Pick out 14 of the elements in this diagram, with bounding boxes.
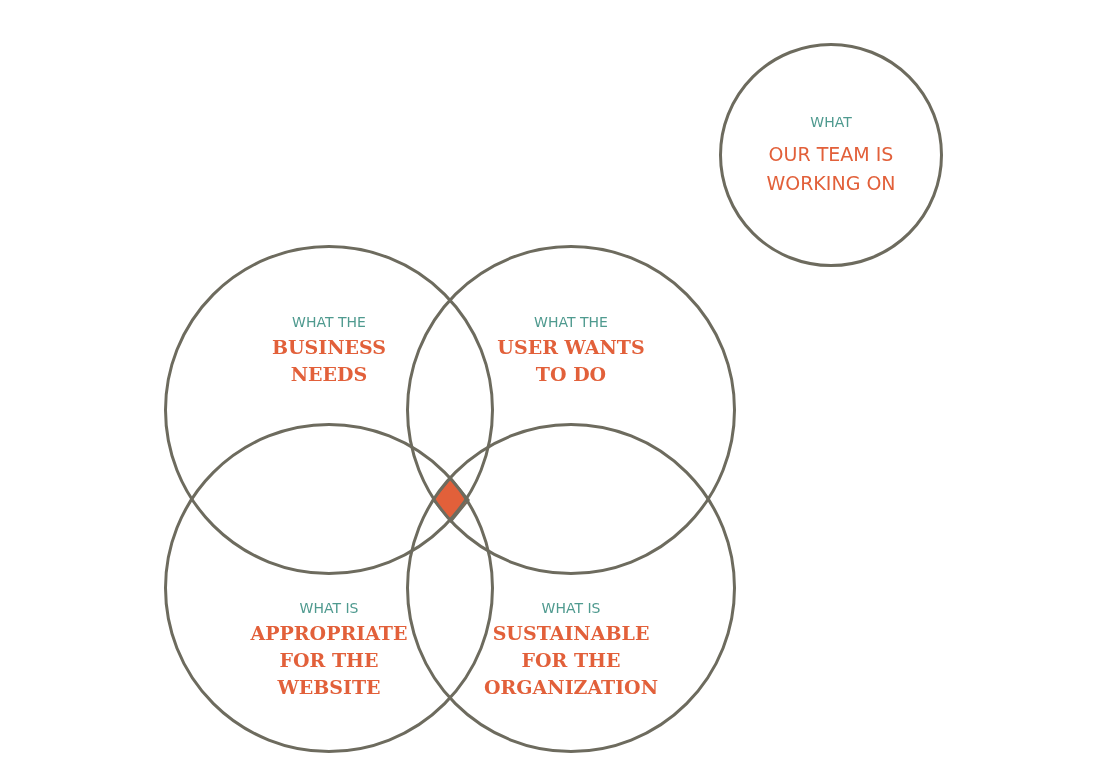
- venn-circle: [406, 423, 736, 753]
- circle-heading: WHAT THE: [534, 314, 608, 330]
- circle-label: APPROPRIATE FOR THE WEBSITE: [249, 621, 409, 700]
- circle-label: USER WANTS TO DO: [496, 335, 646, 387]
- venn-circle: [406, 245, 736, 575]
- circle-label: BUSINESS NEEDS: [270, 335, 388, 387]
- circle-label: OUR TEAM IS WORKING ON: [765, 142, 897, 196]
- circle-heading: WHAT IS: [541, 600, 601, 616]
- venn-circle: [164, 245, 494, 575]
- circle-heading: WHAT THE: [292, 314, 366, 330]
- circle-label: SUSTAINABLE FOR THE ORGANIZATION: [482, 621, 660, 700]
- circle-heading: WHAT IS: [299, 600, 359, 616]
- venn-circle: [719, 43, 943, 267]
- circle-heading: WHAT: [810, 114, 852, 130]
